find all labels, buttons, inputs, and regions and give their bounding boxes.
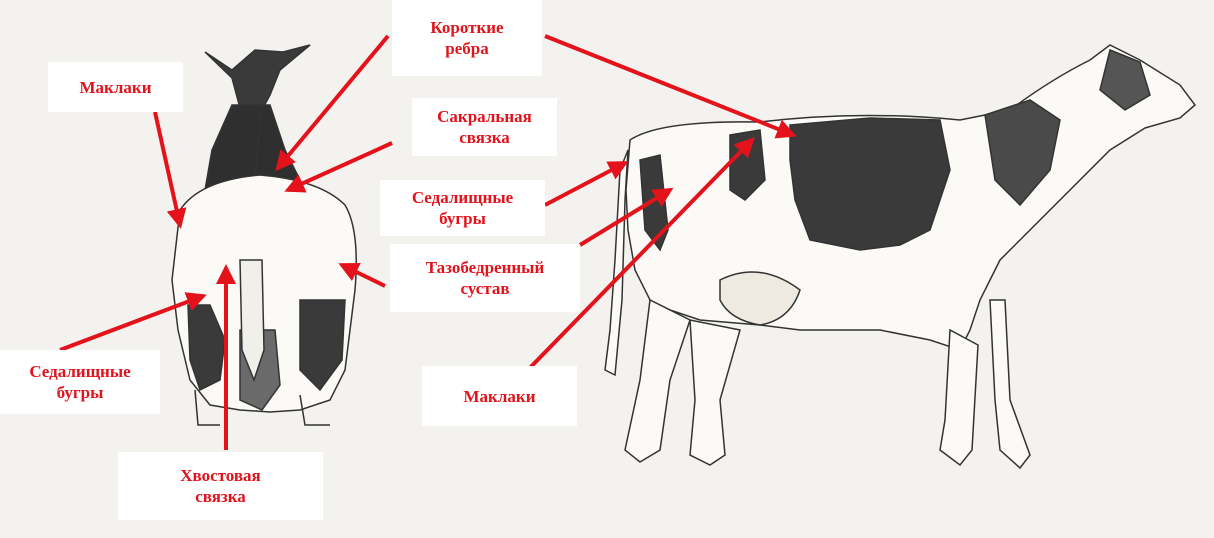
label-short-ribs: Короткие ребра [430, 17, 503, 59]
label-tail-ligament: Хвостовая связка [180, 465, 260, 507]
arrow-makalki-rear [155, 112, 180, 225]
arrow-sacral-ligament [288, 143, 392, 190]
label-box-tail-ligament: Хвостовая связка [118, 452, 323, 520]
arrow-hip-joint-rear [342, 265, 385, 286]
arrow-pin-bones-rear [60, 296, 203, 350]
label-box-pin-bones-rear: Седалищные бугры [0, 350, 160, 414]
label-pin-bones-rear: Седалищные бугры [29, 361, 130, 403]
arrow-short-ribs-side [545, 36, 793, 135]
label-box-sacral-ligament: Сакральная связка [412, 98, 557, 156]
label-box-short-ribs: Короткие ребра [392, 0, 542, 76]
label-sacral-ligament: Сакральная связка [437, 106, 532, 148]
label-hip-joint: Тазобедренный сустав [426, 257, 545, 299]
label-box-makalki-side: Маклаки [422, 366, 577, 426]
label-box-hip-joint: Тазобедренный сустав [390, 244, 580, 312]
label-makalki-side: Маклаки [464, 386, 536, 407]
label-makalki-rear: Маклаки [80, 77, 152, 98]
label-pin-bones-side: Седалищные бугры [412, 187, 513, 229]
arrow-pin-bones-side [545, 163, 625, 205]
arrow-short-ribs-rear [278, 36, 388, 168]
label-box-pin-bones-side: Седалищные бугры [380, 180, 545, 236]
label-box-makalki-rear: Маклаки [48, 62, 183, 112]
